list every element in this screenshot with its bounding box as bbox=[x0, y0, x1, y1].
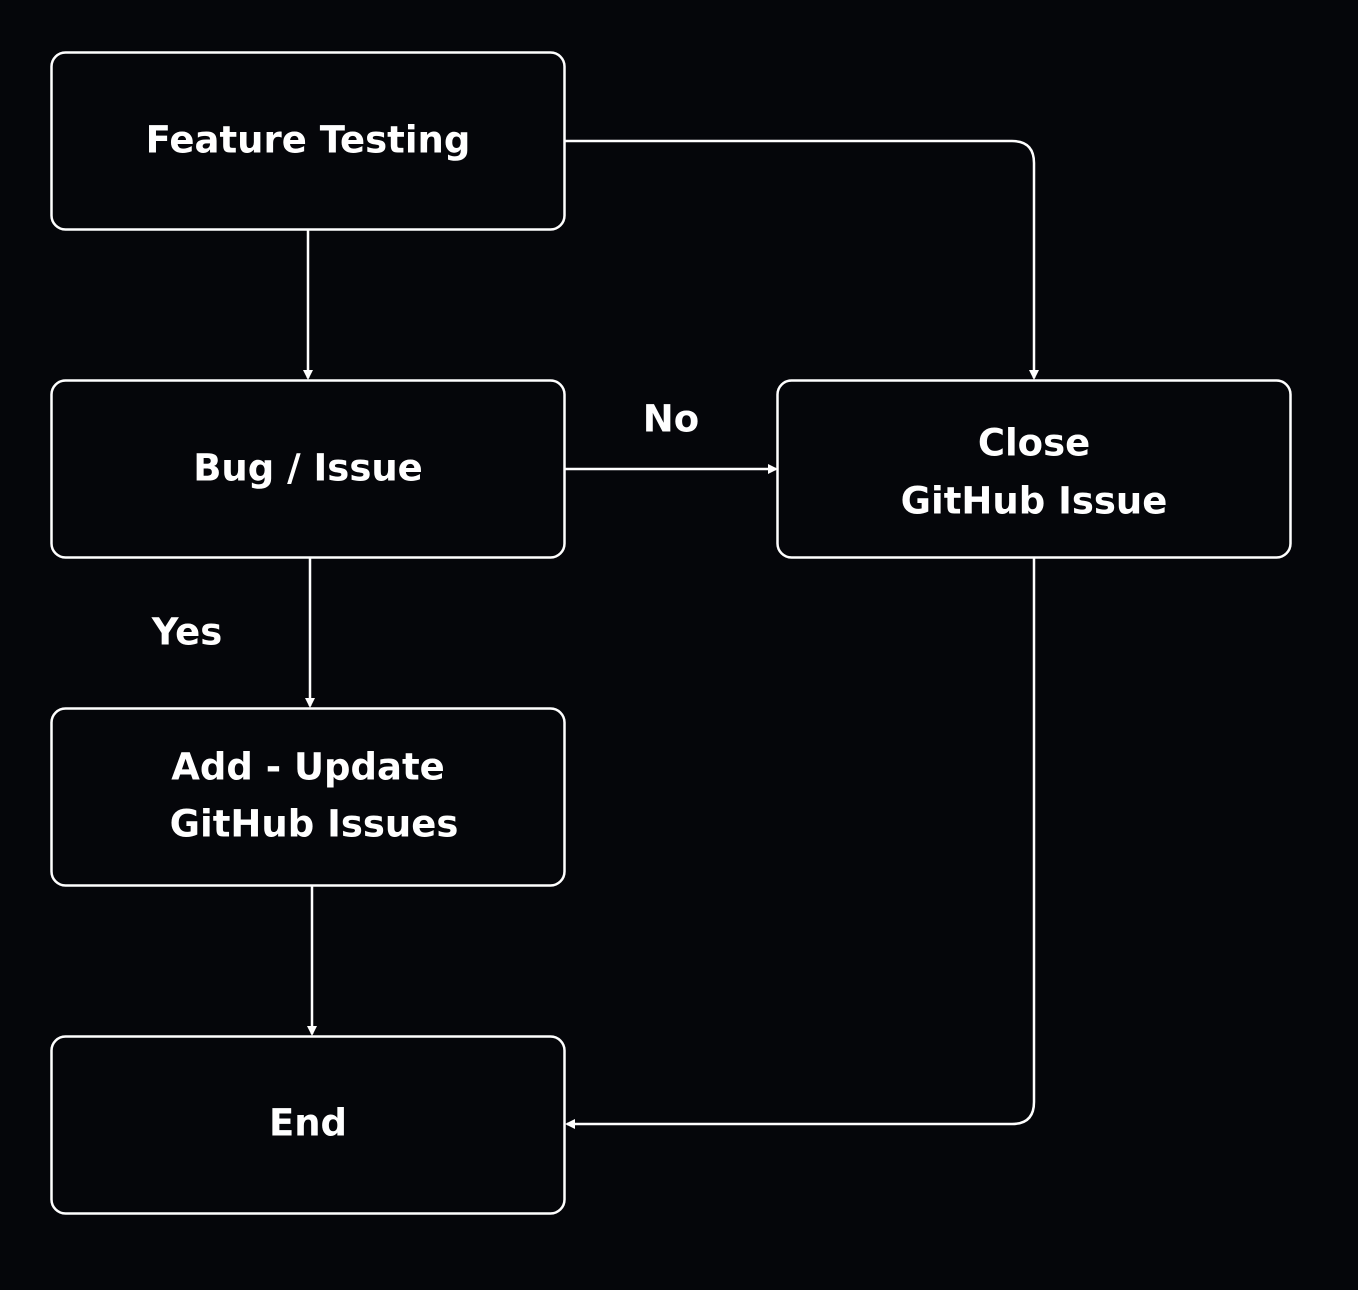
edge-label-yes: Yes bbox=[151, 611, 223, 654]
node-close-issue-line2: GitHub Issue bbox=[901, 480, 1168, 523]
node-close-issue-line1: Close bbox=[978, 422, 1090, 465]
node-bug-issue: Bug / Issue bbox=[50, 379, 566, 559]
node-end-label: End bbox=[269, 1102, 347, 1145]
node-end: End bbox=[50, 1035, 566, 1215]
node-feature-testing-label: Feature Testing bbox=[146, 119, 471, 162]
edge-close-issue-to-end bbox=[565, 558, 1036, 1129]
node-add-update-line2: GitHub Issues bbox=[170, 803, 459, 846]
edge-label-no: No bbox=[643, 398, 699, 441]
node-close-github-issue: Close GitHub Issue bbox=[776, 379, 1292, 559]
node-bug-issue-label: Bug / Issue bbox=[193, 447, 423, 490]
node-feature-testing: Feature Testing bbox=[50, 51, 566, 231]
node-add-update-line1: Add - Update bbox=[171, 746, 445, 789]
edge-feature-testing-to-close-issue bbox=[565, 139, 1039, 380]
node-add-update-github-issues: Add - Update GitHub Issues bbox=[50, 707, 566, 887]
